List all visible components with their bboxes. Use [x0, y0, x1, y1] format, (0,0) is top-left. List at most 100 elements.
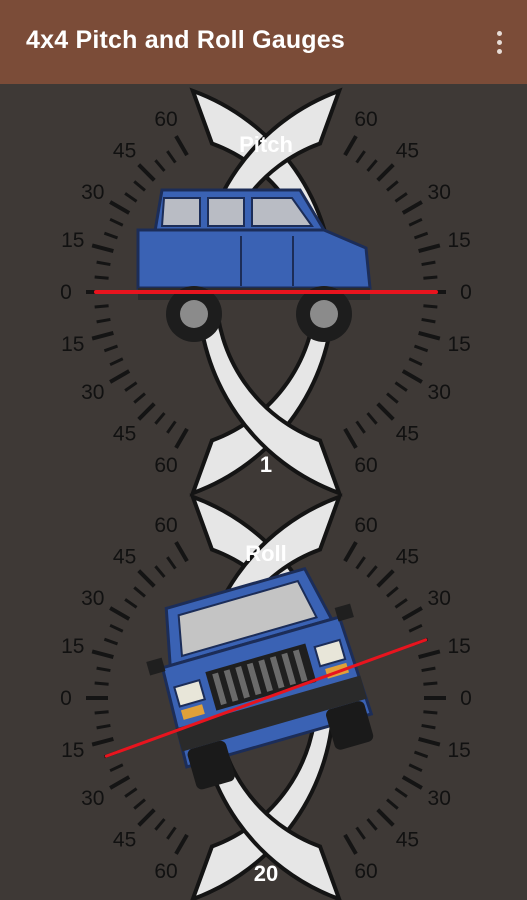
- roll-left-scale-label: 45: [113, 828, 136, 851]
- roll-right-scale-label: 0: [460, 687, 472, 710]
- pitch-right-scale-label: 0: [460, 281, 472, 304]
- pitch-right-scale-label: 30: [428, 381, 451, 404]
- roll-left-tick: [166, 826, 177, 840]
- roll-right-scale-label: 30: [428, 587, 451, 610]
- roll-right-tick: [421, 723, 436, 730]
- pitch-left-tick: [96, 317, 111, 324]
- pitch-left-tick: [109, 357, 124, 367]
- roll-right-scale-label: 30: [428, 787, 451, 810]
- roll-right-scale-label: 15: [448, 635, 471, 658]
- roll-right-tick: [413, 750, 429, 759]
- roll-right-tick: [376, 569, 395, 588]
- roll-value: 20: [254, 861, 278, 886]
- roll-left-tick: [154, 818, 166, 831]
- pitch-right-tick: [423, 304, 438, 309]
- roll-left-tick: [94, 710, 109, 715]
- pitch-left-tick: [166, 150, 177, 164]
- pitch-right-scale-label: 15: [448, 229, 471, 252]
- pitch-right-tick: [355, 420, 366, 434]
- pitch-right-tick: [355, 150, 366, 164]
- pitch-right-tick: [394, 192, 408, 203]
- roll-right-tick: [401, 606, 423, 621]
- roll-left-scale-label: 0: [60, 687, 72, 710]
- pitch-left-tick: [109, 217, 124, 227]
- roll-left-tick: [91, 649, 114, 660]
- pitch-left-tick: [109, 200, 131, 215]
- more-options-button[interactable]: [489, 26, 509, 58]
- roll-right-tick: [355, 556, 366, 570]
- pitch-left-tick: [154, 159, 166, 172]
- pitch-right-tick: [394, 381, 408, 392]
- pitch-left-tick: [103, 344, 119, 353]
- roll-left-tick: [137, 808, 156, 827]
- pitch-right-tick: [386, 180, 399, 192]
- roll-right-tick: [394, 598, 408, 609]
- pitch-right-tick: [408, 357, 423, 367]
- roll-left-tick: [166, 556, 177, 570]
- more-vert-icon-dot: [496, 39, 502, 45]
- roll-left-scale-label: 45: [113, 546, 136, 569]
- pitch-right-tick: [413, 231, 429, 240]
- roll-right-tick: [386, 798, 399, 810]
- roll-right-tick: [343, 541, 358, 563]
- roll-left-scale-label: 30: [81, 787, 104, 810]
- jeep-side-view-icon: [136, 188, 372, 344]
- roll-right-scale-label: 60: [354, 860, 377, 883]
- roll-right-tick: [418, 649, 441, 660]
- roll-right-tick: [343, 833, 358, 855]
- pitch-right-scale-label: 45: [396, 140, 419, 163]
- roll-right-tick: [366, 818, 378, 831]
- roll-right-scale-label: 15: [448, 739, 471, 762]
- app-title: 4x4 Pitch and Roll Gauges: [26, 26, 345, 54]
- roll-right-tick: [355, 826, 366, 840]
- roll-left-tick: [154, 565, 166, 578]
- app-bar: 4x4 Pitch and Roll Gauges: [0, 0, 527, 84]
- pitch-left-tick: [94, 275, 109, 280]
- roll-left-tick: [109, 775, 131, 790]
- pitch-left-scale-label: 30: [81, 181, 104, 204]
- roll-right-scale-label: 45: [396, 828, 419, 851]
- roll-right-scale-label: 60: [354, 514, 377, 537]
- roll-right-tick: [401, 775, 423, 790]
- roll-left-scale-label: 60: [154, 860, 177, 883]
- roll-left-scale-label: 60: [154, 514, 177, 537]
- pitch-right-tick: [413, 344, 429, 353]
- pitch-left-tick: [103, 231, 119, 240]
- pitch-left-tick: [91, 330, 114, 341]
- gauges-canvas: 60 45 30 15 0 15 30 45 60 60 45 30 15 0 15 30 45 60 Pitc…: [60, 87, 472, 900]
- pitch-right-scale-label: 60: [354, 108, 377, 131]
- pitch-left-scale-label: 30: [81, 381, 104, 404]
- pitch-left-tick: [137, 163, 156, 182]
- more-vert-icon: [496, 30, 502, 36]
- pitch-left-scale-label: 0: [60, 281, 72, 304]
- pitch-left-tick: [133, 392, 146, 404]
- roll-right-tick: [366, 565, 378, 578]
- pitch-right-scale-label: 60: [354, 454, 377, 477]
- pitch-right-tick: [408, 217, 423, 227]
- roll-left-tick: [137, 569, 156, 588]
- roll-right-tick: [394, 787, 408, 798]
- roll-left-tick: [109, 606, 131, 621]
- pitch-right-tick: [423, 275, 438, 280]
- roll-left-tick: [103, 637, 119, 646]
- pitch-right-tick: [376, 163, 395, 182]
- roll-right-tick: [423, 710, 438, 715]
- pitch-left-scale-label: 15: [61, 229, 84, 252]
- pitch-right-tick: [401, 200, 423, 215]
- pitch-left-scale-label: 15: [61, 333, 84, 356]
- pitch-right-tick: [366, 159, 378, 172]
- gauges-area: 60 45 30 15 0 15 30 45 60 60 45 30 15 0 15 30 45 60 Pitc…: [0, 84, 527, 900]
- roll-right-tick: [423, 681, 438, 686]
- pitch-value: 1: [260, 452, 272, 477]
- roll-left-scale-label: 15: [61, 635, 84, 658]
- roll-left-tick: [124, 787, 138, 798]
- pitch-left-tick: [124, 381, 138, 392]
- roll-left-scale-label: 30: [81, 587, 104, 610]
- pitch-left-scale-label: 60: [154, 454, 177, 477]
- pitch-left-tick: [174, 427, 189, 449]
- pitch-right-tick: [421, 317, 436, 324]
- pitch-title: Pitch: [239, 132, 293, 157]
- pitch-left-tick: [94, 304, 109, 309]
